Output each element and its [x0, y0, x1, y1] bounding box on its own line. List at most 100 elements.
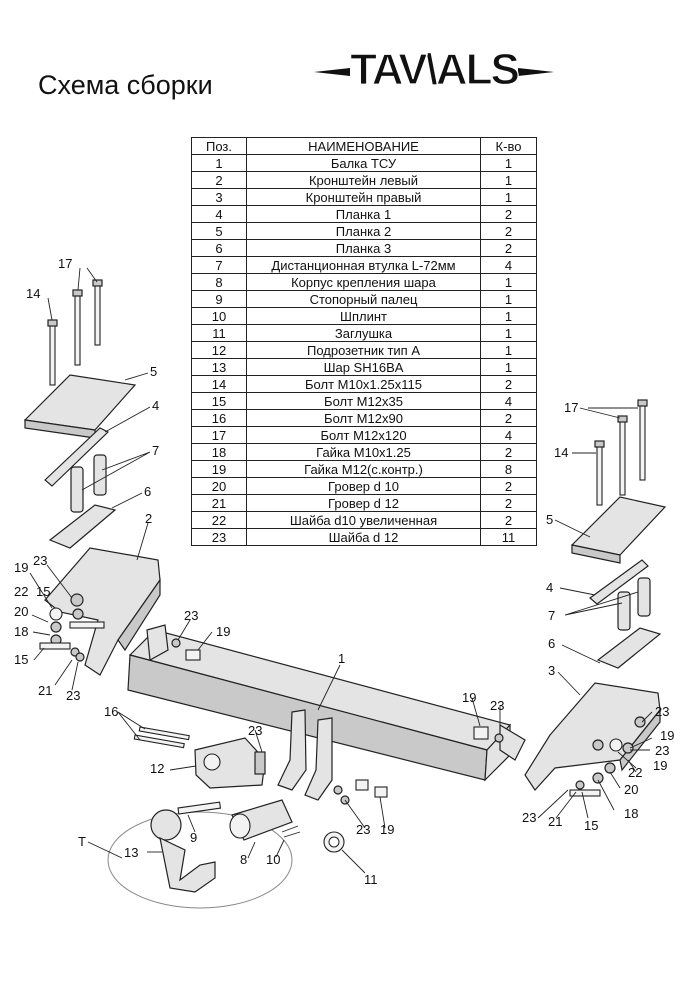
- right-plank-5: [570, 496, 667, 564]
- callout-8: 8: [240, 852, 247, 867]
- cell-name: Шайба d 12: [246, 528, 481, 546]
- cell-pos: 14: [191, 375, 247, 393]
- callout-19-right-a: 19: [660, 728, 674, 743]
- right-bolts-17: [617, 399, 648, 496]
- split-pin-10: [281, 825, 301, 838]
- main-beam-1: [127, 624, 526, 782]
- callout-20-right: 20: [624, 782, 638, 797]
- left-spacers-7: [70, 454, 107, 513]
- left-bolt-14: [47, 319, 58, 386]
- callout-5-right: 5: [546, 512, 553, 527]
- callout-23-left-b: 23: [66, 688, 80, 703]
- callout-11: 11: [364, 872, 378, 887]
- cell-pos: 23: [191, 528, 247, 546]
- callout-20-left: 20: [14, 604, 28, 619]
- plug-11: [323, 831, 345, 853]
- callout-4-left: 4: [152, 398, 159, 413]
- cell-name: Болт М12х120: [246, 426, 481, 444]
- cell-name: Подрозетник тип А: [246, 341, 481, 359]
- beam-fasteners: [171, 638, 504, 743]
- tow-ball-group-outline: [107, 811, 293, 909]
- callout-23-beam-right: 23: [490, 698, 504, 713]
- cell-name: Гайка М12(с.контр.): [246, 460, 481, 478]
- left-plank-6: [48, 504, 117, 549]
- callout-1: 1: [338, 651, 345, 666]
- callout-6-right: 6: [548, 636, 555, 651]
- callout-5-left: 5: [150, 364, 157, 379]
- callout-10: 10: [266, 852, 280, 867]
- callout-23-beam-left: 23: [184, 608, 198, 623]
- right-fasteners: [569, 716, 646, 797]
- logo-text: TAV\ALS: [350, 45, 518, 94]
- callout-4-right: 4: [546, 580, 553, 595]
- callout-15-left-b: 15: [14, 652, 28, 667]
- cell-qty: 11: [480, 528, 537, 546]
- ball-housing-8: [229, 799, 293, 841]
- right-plank-6: [596, 627, 662, 669]
- left-plank-5: [23, 374, 137, 439]
- callout-19-beam-left: 19: [216, 624, 230, 639]
- cell-name: Кронштейн левый: [246, 171, 481, 189]
- socket-bracket-12: [194, 737, 266, 789]
- locking-pin-9: [177, 801, 222, 815]
- beam-mount-plates: [277, 709, 333, 801]
- callout-22-right: 22: [628, 765, 642, 780]
- callout-23-left-a: 23: [33, 553, 47, 568]
- callout-18-left: 18: [14, 624, 28, 639]
- callout-15-right: 15: [584, 818, 598, 833]
- left-bolts-17: [72, 279, 103, 366]
- cell-name: Гровер d 12: [246, 494, 481, 512]
- callout-19-beam-right: 19: [462, 690, 476, 705]
- callout-18-right: 18: [624, 806, 638, 821]
- callout-14-right: 14: [554, 445, 568, 460]
- callout-23-center: 23: [356, 822, 370, 837]
- right-spacers-7: [617, 577, 651, 631]
- callout-21-right: 21: [548, 814, 562, 829]
- callout-19-left-a: 19: [14, 560, 28, 575]
- callout-6-left: 6: [144, 484, 151, 499]
- right-plank-4: [589, 559, 649, 605]
- table-header-row: Поз. НАИМЕНОВАНИЕ К-во: [191, 137, 537, 155]
- callout-23-right-c: 23: [522, 810, 536, 825]
- cell-name: Дистанционная втулка L-72мм: [246, 256, 481, 274]
- callout-23-right-a: 23: [655, 704, 669, 719]
- left-fasteners: [39, 593, 105, 662]
- callout-2: 2: [145, 511, 152, 526]
- callout-15-left-a: 15: [36, 584, 50, 599]
- left-plank-4: [44, 427, 110, 487]
- callout-13: 13: [124, 845, 138, 860]
- callout-23-socket: 23: [248, 723, 262, 738]
- callout-19-right-b: 19: [653, 758, 667, 773]
- right-bolt-14: [594, 440, 605, 506]
- callout-17-right: 17: [564, 400, 578, 415]
- bolts-16: [133, 726, 190, 749]
- callout-22-left: 22: [14, 584, 28, 599]
- callout-labels: 17 14 5 4 7 6 2 23 19 22 15 20 18 15 21 …: [14, 256, 674, 887]
- cell-pos: 10: [191, 307, 247, 325]
- cell-name: Кронштейн правый: [246, 188, 481, 206]
- callout-16: 16: [104, 704, 118, 719]
- cell-pos: 17: [191, 426, 247, 444]
- cell-name: Гайка М10х1.25: [246, 443, 481, 461]
- callout-T: T: [78, 834, 86, 849]
- callout-3: 3: [548, 663, 555, 678]
- right-bracket-3: [524, 682, 661, 791]
- tow-ball-13: [150, 809, 216, 893]
- callout-9: 9: [190, 830, 197, 845]
